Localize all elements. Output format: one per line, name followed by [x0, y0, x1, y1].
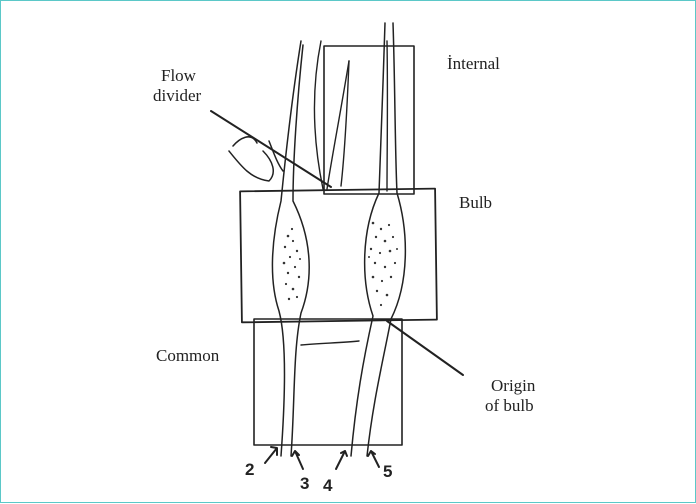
common-box — [254, 319, 402, 445]
origin-pointer — [387, 321, 463, 375]
internal-box — [324, 46, 414, 194]
number-2: 2 — [245, 460, 254, 479]
label-bulb: Bulb — [459, 193, 492, 212]
number-5: 5 — [383, 462, 392, 481]
label-flow-divider-line1: Flow — [161, 66, 197, 85]
label-internal: İnternal — [447, 54, 500, 73]
common-junction-line — [301, 341, 359, 345]
label-origin-line1: Origin — [491, 376, 536, 395]
label-flow-divider-line2: divider — [153, 86, 201, 105]
right-vessel — [327, 23, 405, 456]
left-vessel — [229, 41, 323, 456]
left-plaque — [283, 228, 301, 300]
right-plaque — [368, 222, 398, 306]
label-common: Common — [156, 346, 220, 365]
number-4: 4 — [323, 476, 333, 495]
bulb-box — [240, 189, 437, 323]
label-origin-line2: of bulb — [485, 396, 534, 415]
number-3: 3 — [300, 474, 309, 493]
flow-divider-pointer — [211, 111, 331, 187]
